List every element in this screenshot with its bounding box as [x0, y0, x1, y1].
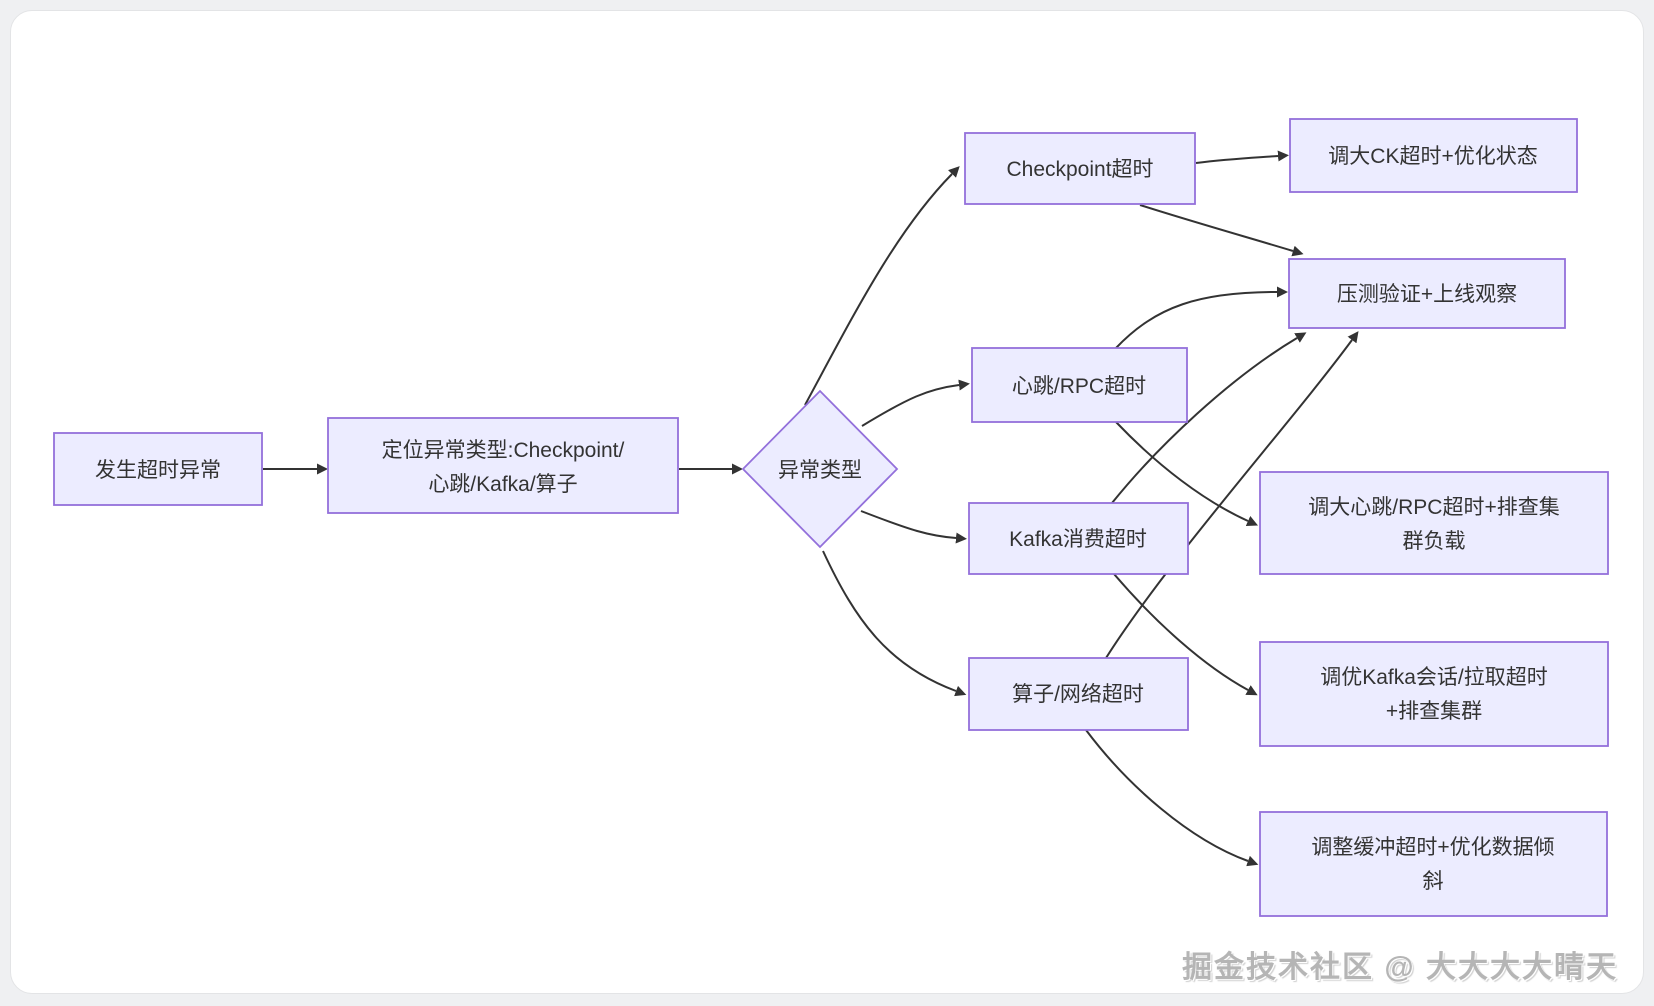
- node-fix-heartbeat-label-line2: 群负载: [1403, 530, 1466, 553]
- edge-operator-verify: [1105, 331, 1359, 659]
- node-locate-label-line1: 定位异常类型:Checkpoint/: [382, 439, 625, 462]
- node-fix-operator-label-line2: 斜: [1423, 870, 1444, 893]
- node-checkpoint: Checkpoint超时: [964, 132, 1196, 205]
- node-heartbeat-label: 心跳/RPC超时: [1012, 375, 1146, 398]
- edge-decision-heartbeat: [861, 379, 970, 427]
- node-fix-ck-label: 调大CK超时+优化状态: [1328, 145, 1537, 168]
- edge-decision-operator: [822, 550, 967, 697]
- node-locate: 定位异常类型:Checkpoint/ 心跳/Kafka/算子: [327, 417, 679, 514]
- node-operator: 算子/网络超时: [968, 657, 1189, 731]
- edge-operator-fixoperator: [1085, 729, 1259, 867]
- node-fix-ck: 调大CK超时+优化状态: [1289, 118, 1578, 193]
- node-locate-label-line2: 心跳/Kafka/算子: [428, 473, 577, 496]
- node-verify-label: 压测验证+上线观察: [1337, 283, 1517, 306]
- node-fix-kafka-box: [1259, 641, 1609, 747]
- edges: [263, 150, 1359, 867]
- node-decision: 异常类型: [741, 389, 899, 549]
- node-checkpoint-box: [964, 132, 1196, 205]
- node-fix-ck-box: [1289, 118, 1578, 193]
- node-fix-kafka-label-line2: +排查集群: [1386, 700, 1482, 723]
- edge-decision-kafka: [860, 510, 967, 544]
- edge-decision-checkpoint: [804, 166, 960, 406]
- node-operator-box: [968, 657, 1189, 731]
- node-heartbeat: 心跳/RPC超时: [971, 347, 1188, 423]
- node-kafka: Kafka消费超时: [968, 502, 1189, 575]
- node-fix-heartbeat-box: [1259, 471, 1609, 575]
- node-start-box: [53, 432, 263, 506]
- node-decision-label: 异常类型: [778, 459, 862, 482]
- edge-kafka-verify: [1111, 332, 1307, 504]
- node-fix-operator-box: [1259, 811, 1608, 917]
- node-locate-box: [327, 417, 679, 514]
- edge-kafka-fixkafka: [1113, 573, 1258, 696]
- node-heartbeat-box: [971, 347, 1188, 423]
- edge-heartbeat-verify: [1115, 286, 1288, 349]
- node-fix-kafka-label-line1: 调优Kafka会话/拉取超时: [1320, 666, 1548, 689]
- node-kafka-box: [968, 502, 1189, 575]
- node-verify-box: [1288, 258, 1566, 329]
- edge-checkpoint-fixck: [1195, 150, 1289, 164]
- node-fix-kafka: 调优Kafka会话/拉取超时 +排查集群: [1259, 641, 1609, 747]
- node-fix-operator: 调整缓冲超时+优化数据倾 斜: [1259, 811, 1608, 917]
- node-checkpoint-label: Checkpoint超时: [1006, 158, 1153, 181]
- node-start: 发生超时异常: [53, 432, 263, 506]
- node-fix-heartbeat-label-line1: 调大心跳/RPC超时+排查集: [1308, 496, 1559, 519]
- watermark-text: 掘金技术社区 @ 大大大大晴天: [1182, 951, 1618, 984]
- node-verify: 压测验证+上线观察: [1288, 258, 1566, 329]
- node-decision-diamond: [741, 389, 899, 549]
- node-fix-heartbeat: 调大心跳/RPC超时+排查集 群负载: [1259, 471, 1609, 575]
- edge-checkpoint-verify: [1139, 204, 1304, 257]
- edge-heartbeat-fixheartbeat: [1115, 421, 1259, 527]
- node-kafka-label: Kafka消费超时: [1009, 528, 1147, 551]
- node-operator-label: 算子/网络超时: [1012, 683, 1144, 706]
- node-start-label: 发生超时异常: [95, 459, 221, 482]
- node-fix-operator-label-line1: 调整缓冲超时+优化数据倾: [1311, 836, 1554, 859]
